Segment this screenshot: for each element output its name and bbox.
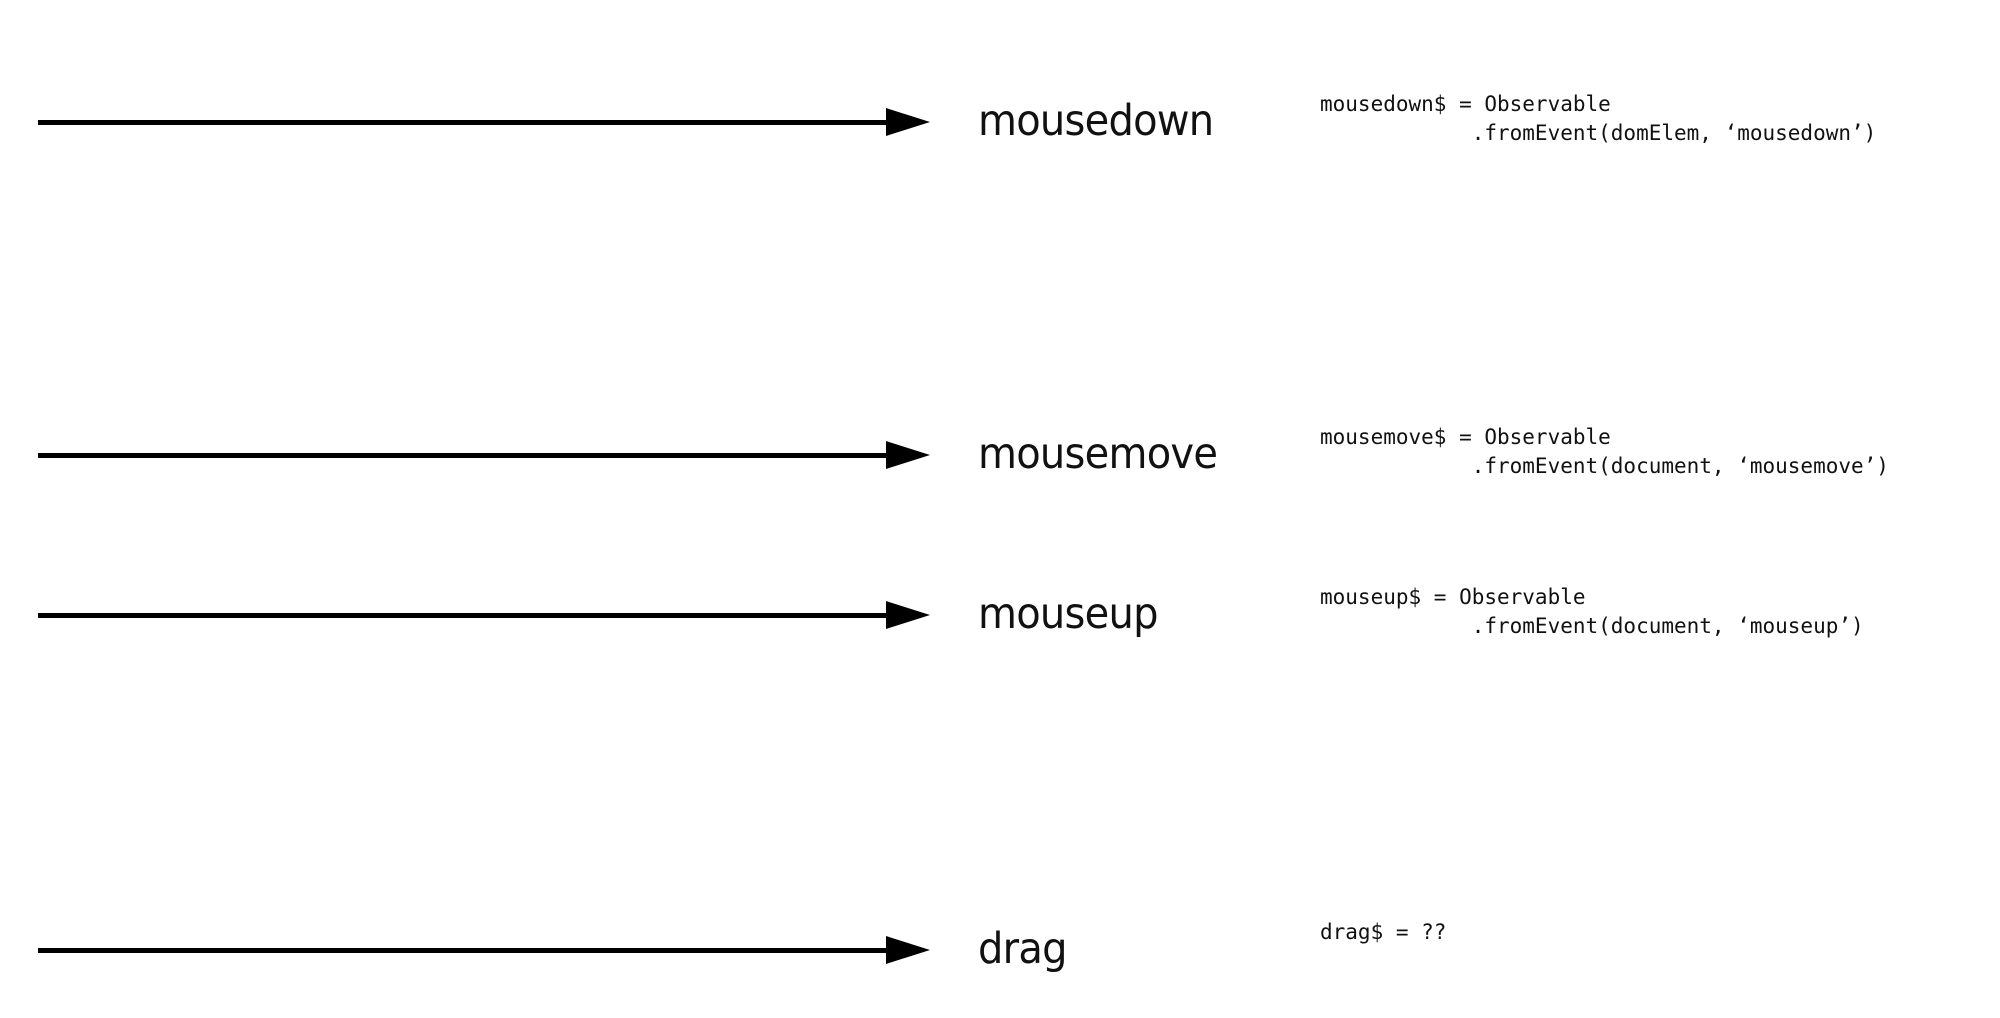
arrow-head xyxy=(886,108,930,136)
arrow-shaft xyxy=(38,120,893,125)
code-line: .fromEvent(domElem, ‘mousedown’) xyxy=(1320,121,1877,145)
code-snippet-mousemove: mousemove$ = Observable .fromEvent(docum… xyxy=(1320,423,1889,481)
code-line: mousedown$ = Observable xyxy=(1320,92,1611,116)
arrow-shaft xyxy=(38,453,893,458)
code-snippet-drag: drag$ = ?? xyxy=(1320,918,1446,947)
code-line: drag$ = ?? xyxy=(1320,920,1447,944)
code-line: .fromEvent(document, ‘mouseup’) xyxy=(1320,614,1864,638)
code-line: mousemove$ = Observable xyxy=(1320,425,1611,449)
stream-label-mouseup: mouseup xyxy=(978,589,1158,639)
code-snippet-mouseup: mouseup$ = Observable .fromEvent(documen… xyxy=(1320,583,1864,641)
stream-label-mousemove: mousemove xyxy=(978,429,1218,479)
arrow-head xyxy=(886,936,930,964)
code-snippet-mousedown: mousedown$ = Observable .fromEvent(domEl… xyxy=(1320,90,1876,148)
right-arrow-icon xyxy=(38,105,930,139)
arrow-shaft xyxy=(38,613,893,618)
code-line: .fromEvent(document, ‘mousemove’) xyxy=(1320,454,1889,478)
right-arrow-icon xyxy=(38,598,930,632)
right-arrow-icon xyxy=(38,933,930,967)
arrow-shaft xyxy=(38,948,893,953)
right-arrow-icon xyxy=(38,438,930,472)
stream-label-drag: drag xyxy=(978,924,1067,974)
stream-label-mousedown: mousedown xyxy=(978,96,1214,146)
arrow-head xyxy=(886,441,930,469)
code-line: mouseup$ = Observable xyxy=(1320,585,1586,609)
arrow-head xyxy=(886,601,930,629)
